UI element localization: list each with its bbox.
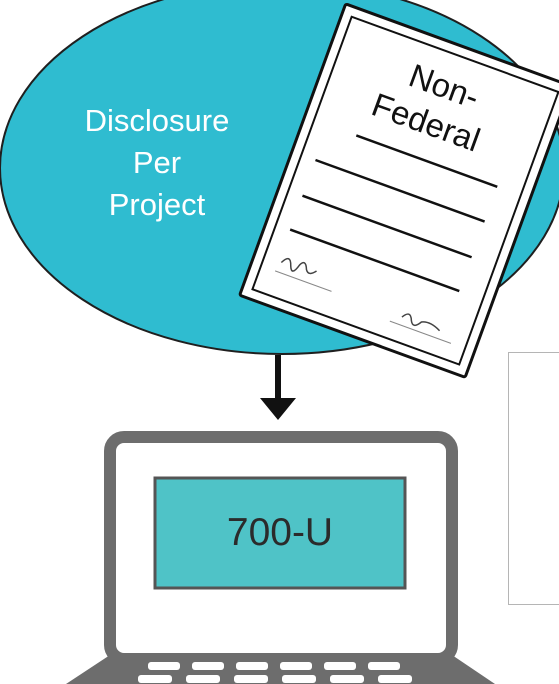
disclosure-line-2: Per <box>132 145 182 180</box>
down-arrow <box>260 355 296 420</box>
screen-label: 700-U <box>226 511 334 554</box>
disclosure-label: Disclosure Per Project <box>72 100 242 226</box>
side-panel-box <box>508 352 559 605</box>
disclosure-line-1: Disclosure <box>84 103 230 138</box>
laptop-base <box>66 655 495 684</box>
non-federal-document-icon: Non- Federal <box>238 2 559 379</box>
disclosure-line-3: Project <box>108 187 206 222</box>
signature-left-icon <box>280 257 317 275</box>
signature-right-icon <box>401 313 441 332</box>
laptop-screen <box>153 476 407 590</box>
laptop-icon <box>66 431 495 684</box>
